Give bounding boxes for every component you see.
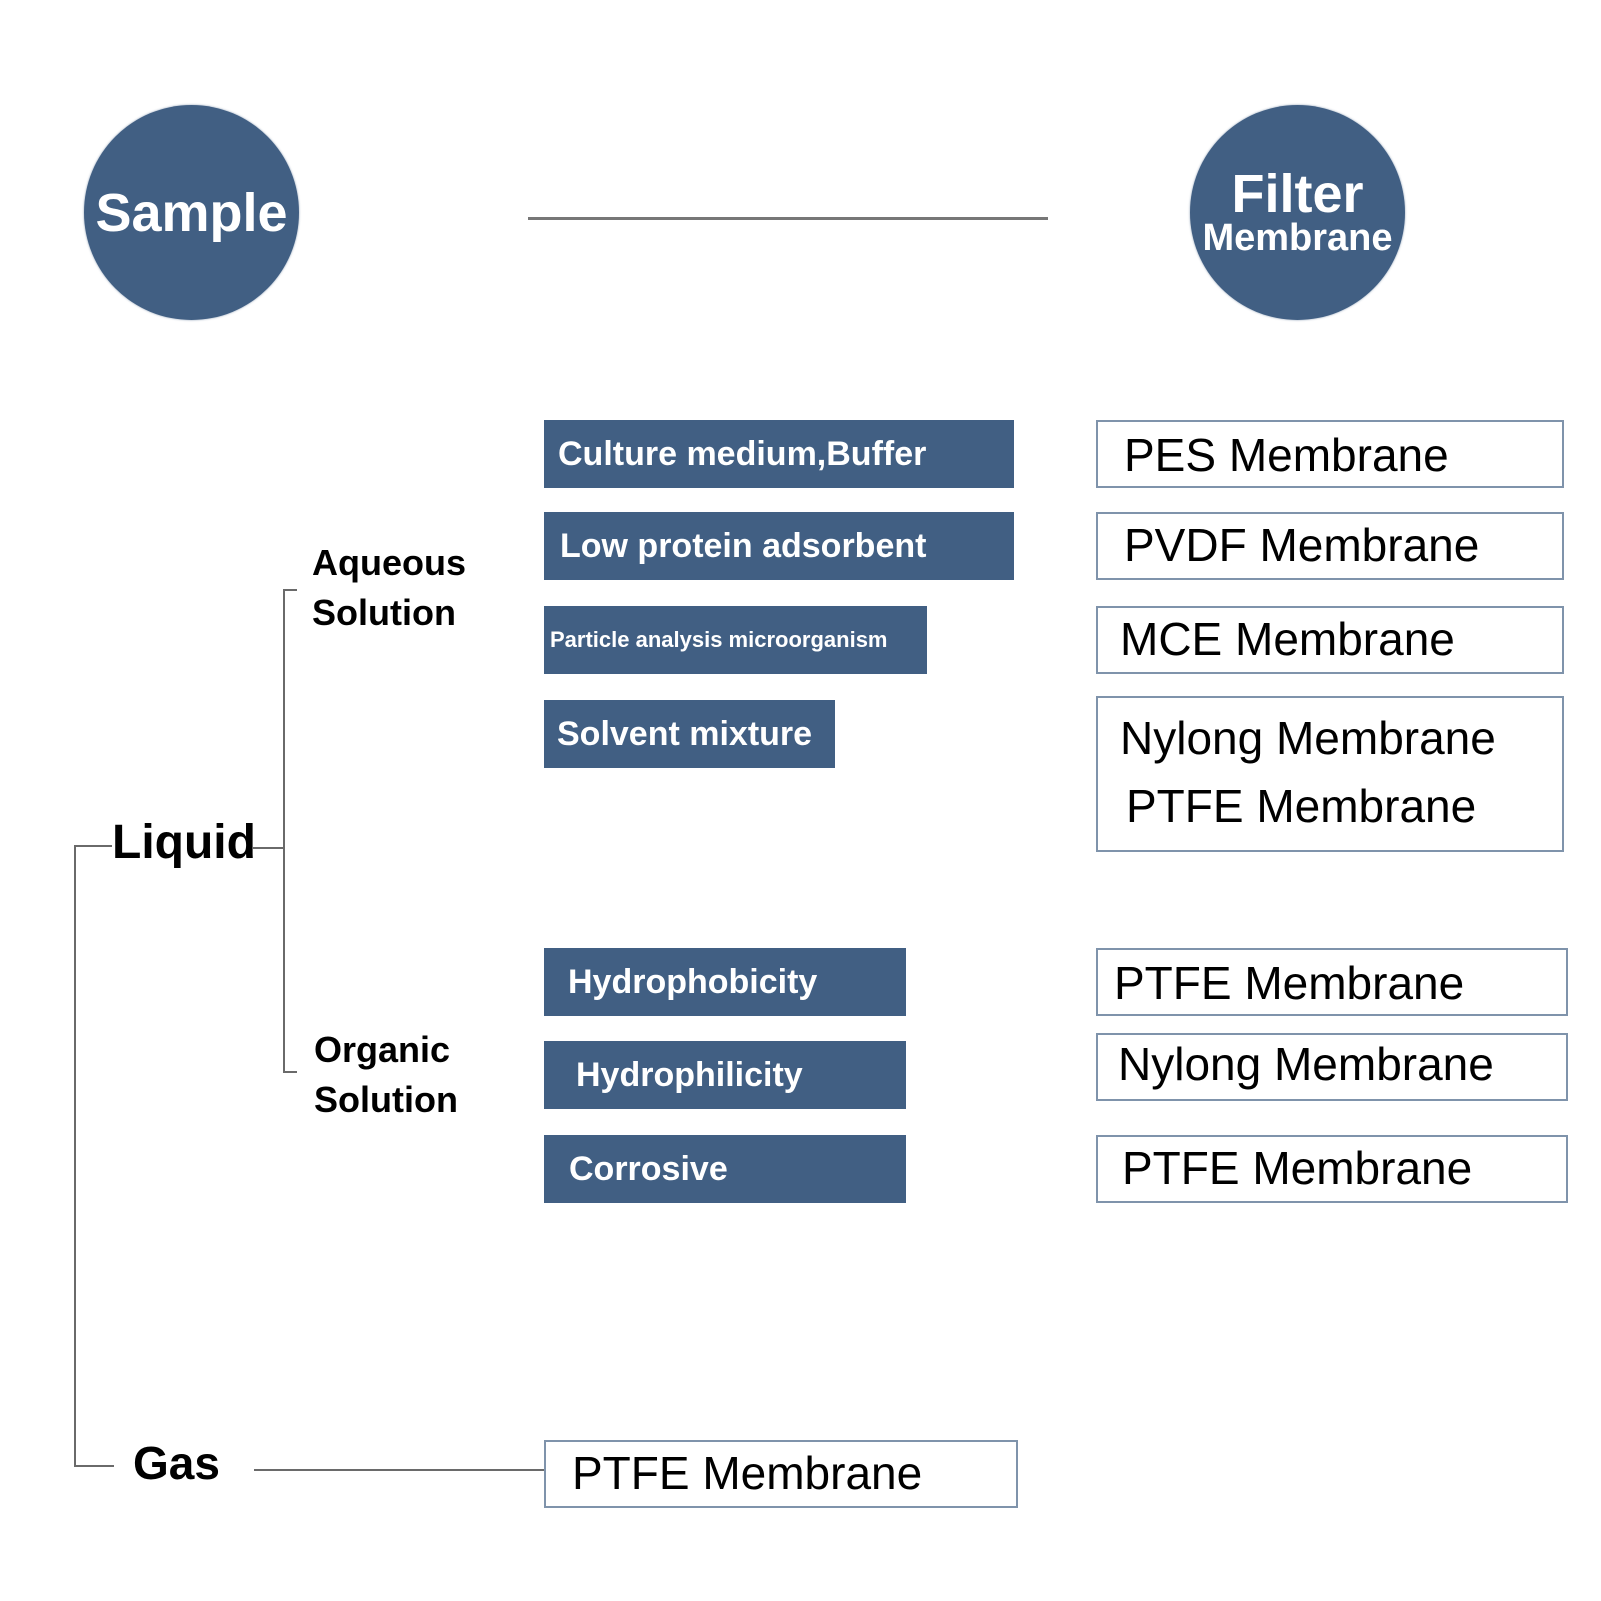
membrane-label: PTFE Membrane [572,1447,923,1499]
membrane-label: PTFE Membrane [1122,1142,1473,1194]
tree-organic-tick [283,1071,297,1073]
membrane-label: PES Membrane [1124,429,1449,481]
filter-circle-label-line2: Membrane [1202,216,1393,259]
membrane-box-ptfe-gas: PTFE Membrane [544,1440,1018,1508]
sample-box-label: Particle analysis microorganism [550,627,888,652]
membrane-box-mce: MCE Membrane [1096,606,1564,674]
tree-main-vertical [74,845,76,1466]
sample-box-hydrophobicity: Hydrophobicity [544,948,906,1016]
tree-liquid-stub [74,845,112,847]
sample-box-label: Culture medium,Buffer [558,434,927,473]
header-connector-line [528,217,1048,220]
membrane-box-ptfe-organic-1: PTFE Membrane [1096,948,1568,1016]
sample-box-label: Solvent mixture [557,714,813,753]
tree-aqueous-tick [283,589,297,591]
aqueous-label-line2: Solution [312,592,456,633]
category-organic-solution: Organic Solution [314,1025,458,1125]
category-aqueous-solution: Aqueous Solution [312,538,466,638]
sample-box-label: Corrosive [569,1149,728,1188]
tree-sub-vertical [283,589,285,1073]
sample-circle-label: Sample [95,182,288,243]
membrane-label: MCE Membrane [1120,613,1455,665]
sample-circle: Sample [84,105,299,320]
filter-membrane-circle: Filter Membrane [1190,105,1405,320]
membrane-box-pvdf: PVDF Membrane [1096,512,1564,580]
membrane-box-nylong-organic: Nylong Membrane [1096,1033,1568,1101]
membrane-label: PVDF Membrane [1124,519,1480,571]
organic-label-line1: Organic [314,1029,451,1070]
gas-connector-line [254,1469,544,1471]
sample-box-low-protein: Low protein adsorbent [544,512,1014,580]
membrane-label: Nylong Membrane [1120,712,1496,764]
tree-gas-stub [74,1465,114,1467]
aqueous-label-line1: Aqueous [312,542,467,583]
membrane-label: Nylong Membrane [1118,1038,1494,1090]
sample-box-label: Low protein adsorbent [560,526,927,565]
membrane-box-nylong-ptfe: Nylong Membrane PTFE Membrane [1096,696,1564,852]
sample-box-culture-medium: Culture medium,Buffer [544,420,1014,488]
category-gas: Gas [133,1437,220,1489]
filter-circle-label-line1: Filter [1231,163,1364,224]
category-liquid: Liquid [112,816,256,869]
sample-box-label: Hydrophilicity [576,1055,803,1094]
sample-box-solvent-mixture: Solvent mixture [544,700,835,768]
membrane-box-pes: PES Membrane [1096,420,1564,488]
membrane-label: PTFE Membrane [1114,957,1465,1009]
membrane-box-ptfe-organic-2: PTFE Membrane [1096,1135,1568,1203]
sample-box-particle-analysis: Particle analysis microorganism [544,606,927,674]
sample-box-hydrophilicity: Hydrophilicity [544,1041,906,1109]
organic-label-line2: Solution [314,1079,458,1120]
sample-box-corrosive: Corrosive [544,1135,906,1203]
sample-box-label: Hydrophobicity [568,962,818,1001]
membrane-label: PTFE Membrane [1126,780,1477,832]
tree-liquid-right-stub [253,847,283,849]
